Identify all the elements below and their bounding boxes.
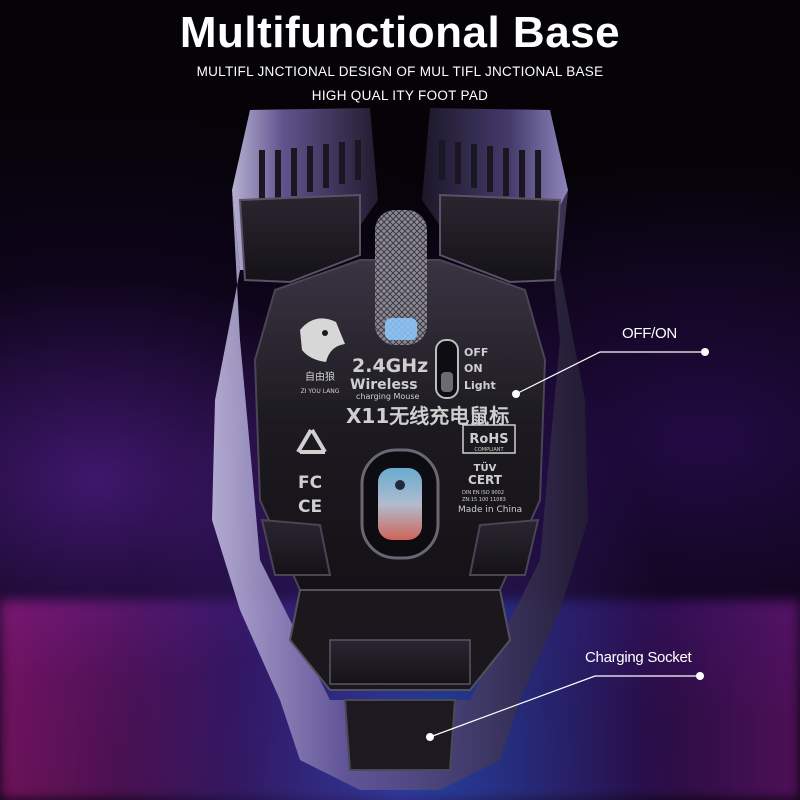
tuv-text: TÜV xyxy=(474,460,497,474)
callout-line-switch xyxy=(512,348,709,398)
rohs-sub-text: COMPLIANT xyxy=(474,447,504,453)
foot-pad-bottom xyxy=(329,639,471,685)
switch-knob xyxy=(441,372,453,392)
subtitle-foot-pad: HIGH QUAL ITY FOOT PAD xyxy=(311,88,489,103)
left-button-pad xyxy=(238,193,361,284)
switch-light-label: Light xyxy=(464,379,496,392)
subtitle-design: MULTIFL JNCTIONAL DESIGN OF MUL TIFL JNC… xyxy=(196,64,604,79)
callout-charging-socket: Charging Socket xyxy=(585,649,692,666)
foot-pad-right xyxy=(468,518,540,576)
brand-en-text: ZI YOU LANG xyxy=(301,388,340,395)
din-line-1: DIN EN ISO 9002 xyxy=(462,490,504,496)
brand-cn-text: 自由狼 xyxy=(305,370,335,383)
brand-wolf-logo xyxy=(300,318,345,362)
charging-text: charging Mouse xyxy=(356,392,420,401)
right-button-pad xyxy=(439,193,562,284)
callout-line-socket xyxy=(426,672,704,741)
wireless-text: Wireless xyxy=(350,377,418,393)
recycle-icon xyxy=(296,428,327,454)
rohs-badge xyxy=(462,424,516,454)
rohs-text: RoHS xyxy=(469,432,508,447)
model-text: X11无线充电鼠标 xyxy=(346,404,509,428)
page-title: Multifunctional Base xyxy=(179,8,621,57)
ce-mark: CE xyxy=(298,497,322,517)
sensor-eye xyxy=(395,480,405,490)
foot-pad-left xyxy=(260,518,332,576)
charging-socket xyxy=(343,699,457,771)
switch-on-label: ON xyxy=(464,362,483,375)
callout-off-on: OFF/ON xyxy=(622,325,677,342)
switch-off-label: OFF xyxy=(464,346,488,359)
wheel-light xyxy=(385,318,417,340)
din-line-2: ZN:15 100 11083 xyxy=(462,497,506,503)
scroll-wheel xyxy=(375,210,427,345)
optical-sensor-lens xyxy=(378,468,422,540)
made-in-text: Made in China xyxy=(458,505,522,515)
fc-mark: FC xyxy=(298,473,322,493)
band-text: 2.4GHz xyxy=(352,355,428,377)
cert-text: CERT xyxy=(468,473,503,487)
